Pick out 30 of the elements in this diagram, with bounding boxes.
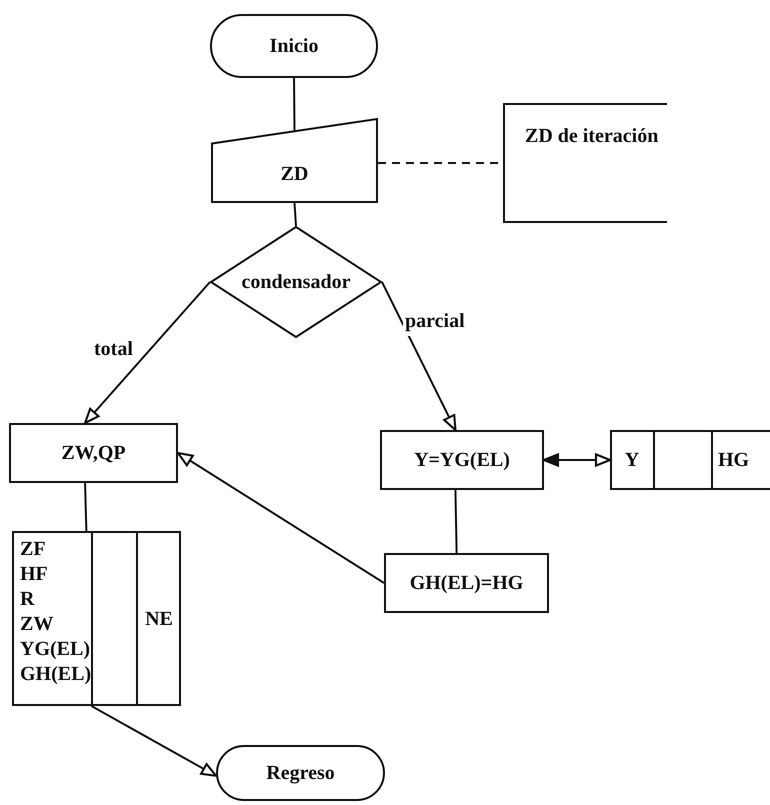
node-label: ZW,QP <box>61 441 126 466</box>
table-entry: GH(EL) <box>20 662 92 687</box>
node-label: condensador <box>242 270 350 295</box>
node-label: ZD <box>280 162 308 187</box>
process-box <box>384 553 549 613</box>
node-label: ZD de iteración <box>525 125 658 147</box>
process-box <box>9 423 178 483</box>
process-box <box>380 430 544 490</box>
node-label: Inicio <box>270 34 318 59</box>
arrow <box>176 452 385 584</box>
table-entry: R <box>20 587 36 612</box>
table-entry: HF <box>20 562 49 587</box>
cell-text: Y <box>624 448 640 473</box>
node-label: GH(EL)=HG <box>410 571 524 596</box>
arrow <box>84 281 211 424</box>
arrow <box>542 453 612 467</box>
table-entry: ZF <box>20 537 47 562</box>
table-entry: ZW <box>20 612 54 637</box>
decision-diamond <box>210 226 382 338</box>
record-box <box>610 430 770 490</box>
node-label: Y=YG(EL) <box>414 448 510 473</box>
data-table <box>12 531 181 706</box>
arrow <box>381 282 456 432</box>
arrow <box>90 705 218 777</box>
manual-input-shape <box>211 118 378 203</box>
annotation-bracket <box>503 103 667 223</box>
cell-text: HG <box>718 448 750 473</box>
node-label: Regreso <box>266 761 335 786</box>
table-entry: YG(EL) <box>20 637 91 662</box>
table-entry: NE <box>145 606 173 632</box>
